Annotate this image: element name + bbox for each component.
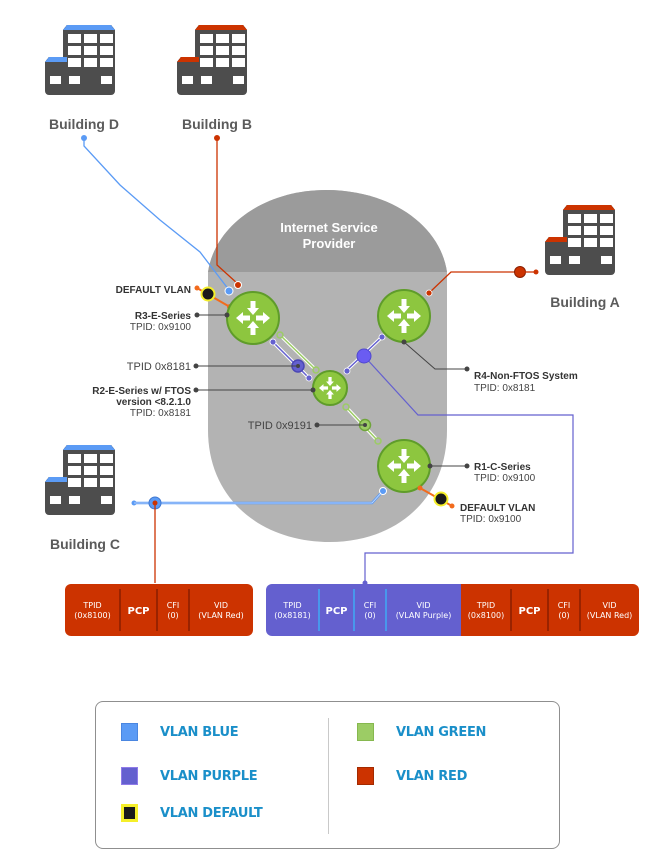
r1-tpid-label: TPID: 0x9100 — [474, 473, 536, 484]
frame-field-value: (VLAN Red) — [198, 611, 244, 620]
frame-field-value: (0) — [364, 611, 375, 620]
legend-label: VLAN DEFAULT — [160, 805, 263, 821]
legend-item-vlan-red: VLAN RED — [357, 767, 467, 785]
router-r1-icon[interactable] — [377, 439, 431, 493]
r3-name-label: R3-E-Series — [135, 311, 192, 322]
frame-field-bg — [511, 584, 549, 636]
frame-field-title: VID — [603, 601, 617, 610]
r1-default-vlan-label: DEFAULT VLAN — [460, 503, 535, 514]
frame-field-title: CFI — [167, 601, 180, 610]
legend-label: VLAN RED — [396, 768, 468, 784]
r3-default-vlan-marker — [194, 285, 233, 310]
callout-lines — [196, 314, 467, 467]
green-link-tpid-label: TPID 0x9191 — [248, 420, 312, 432]
vlan-green-swatch — [357, 723, 374, 741]
vlan-red-link-building-a — [425, 266, 539, 297]
vlan-default-swatch — [121, 804, 138, 822]
frame-field-title: PCP — [128, 606, 150, 617]
vlan-blue-swatch — [121, 723, 138, 741]
frame-field-title: CFI — [558, 601, 571, 610]
r1-default-vlan-marker — [417, 485, 455, 509]
isp-label-line1: Internet Service — [280, 220, 378, 235]
frame-field-title: TPID — [82, 601, 101, 610]
legend-item-vlan-blue: VLAN BLUE — [121, 723, 239, 741]
legend-item-vlan-green: VLAN GREEN — [357, 723, 486, 741]
r1-default-tpid-label: TPID: 0x9100 — [460, 514, 522, 525]
vlan-blue-link-building-d — [81, 135, 234, 296]
r4-name-label: R4-Non-FTOS System — [474, 371, 578, 382]
r2-name-label-line1: R2-E-Series w/ FTOS — [92, 386, 191, 397]
frame-single-tagged: TPID(0x8100) PCP CFI(0) VID(VLAN Red) — [65, 584, 253, 636]
router-r3-icon[interactable] — [226, 291, 280, 345]
vlan-purple-link-r2-r4 — [343, 333, 386, 375]
legend-divider — [328, 718, 329, 834]
r2-tpid-label: TPID: 0x8181 — [130, 408, 192, 419]
frame-field-bg — [266, 584, 320, 636]
legend-item-vlan-default: VLAN DEFAULT — [121, 804, 263, 822]
r3-default-vlan-label: DEFAULT VLAN — [116, 285, 191, 296]
frame-field-title: VID — [214, 601, 228, 610]
building-d-label: Building D — [49, 116, 119, 132]
frame-field-bg — [548, 584, 581, 636]
frame-field-value: (VLAN Purple) — [396, 611, 452, 620]
legend-label: VLAN GREEN — [396, 724, 487, 740]
frame-field-value: (0) — [167, 611, 178, 620]
frame-field-value: (0x8100) — [468, 611, 504, 620]
vlan-green-link-r2-r1 — [342, 403, 382, 445]
legend-label: VLAN BLUE — [160, 724, 239, 740]
frame-field-bg — [120, 584, 158, 636]
vlan-red-swatch — [357, 767, 374, 785]
frame-field-title: TPID — [476, 601, 495, 610]
legend-label: VLAN PURPLE — [160, 768, 258, 784]
r1-name-label: R1-C-Series — [474, 462, 531, 473]
r2-name-label-line2: version <8.2.1.0 — [116, 397, 191, 408]
frame-field-title: PCP — [519, 606, 541, 617]
frame-field-bg — [461, 584, 512, 636]
frame-field-title: PCP — [326, 606, 348, 617]
frame-field-bg — [157, 584, 190, 636]
frame-field-bg — [319, 584, 355, 636]
callout-dots — [193, 312, 470, 469]
frame-field-bg — [386, 584, 462, 636]
purple-link-tpid-label: TPID 0x8181 — [127, 361, 191, 373]
r4-tpid-label: TPID: 0x8181 — [474, 383, 536, 394]
building-a-label: Building A — [550, 294, 619, 310]
legend: VLAN BLUE VLAN PURPLE VLAN DEFAULT VLAN … — [95, 701, 560, 849]
vlan-red-link-building-b — [214, 135, 242, 289]
legend-item-vlan-purple: VLAN PURPLE — [121, 767, 258, 785]
frame-field-title: TPID — [282, 601, 301, 610]
vlan-blue-link-building-c — [131, 487, 387, 583]
frame-field-title: VID — [417, 601, 431, 610]
building-c-icon — [45, 445, 115, 515]
frame-field-bg — [580, 584, 639, 636]
building-b-label: Building B — [182, 116, 252, 132]
frame-field-value: (0x8181) — [274, 611, 310, 620]
frame-field-value: (0x8100) — [74, 611, 110, 620]
frame-field-bg — [189, 584, 253, 636]
building-a-icon — [545, 205, 615, 275]
building-c-label: Building C — [50, 536, 120, 552]
building-d-icon — [45, 25, 115, 95]
frame-field-value: (0) — [558, 611, 569, 620]
router-r4-icon[interactable] — [377, 289, 431, 343]
frame-field-title: CFI — [364, 601, 377, 610]
isp-label-line2: Provider — [303, 236, 356, 251]
r3-tpid-label: TPID: 0x9100 — [130, 322, 192, 333]
frame-field-bg — [354, 584, 387, 636]
vlan-purple-swatch — [121, 767, 138, 785]
frame-field-value: (VLAN Red) — [587, 611, 633, 620]
vlan-green-link-r3-r2 — [276, 331, 320, 374]
frame-field-bg — [65, 584, 121, 636]
building-b-icon — [177, 25, 247, 95]
router-r2-icon[interactable] — [312, 370, 348, 406]
